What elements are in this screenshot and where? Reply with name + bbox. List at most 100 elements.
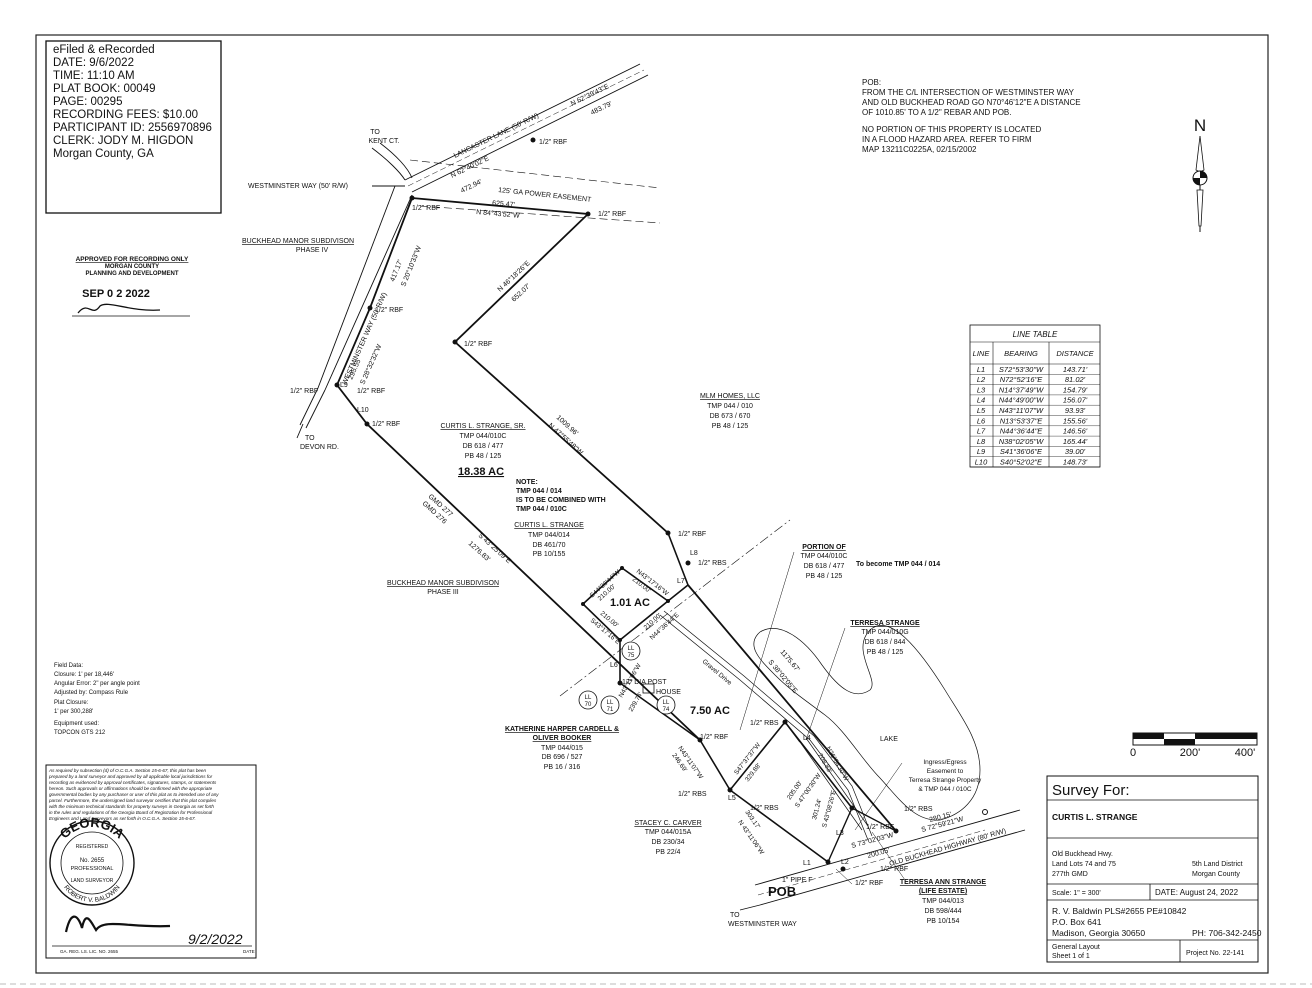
svg-text:WESTMINSTER WAY: WESTMINSTER WAY <box>728 921 797 928</box>
survey-for-label: Survey For: <box>1052 782 1130 799</box>
line-table-cell: S40°52'02"E <box>1000 458 1043 467</box>
certificate-text: As required by subsection (d) of O.C.G.A… <box>48 768 219 821</box>
svg-text:Engineers and Land Surveyors a: Engineers and Land Surveyors as set fort… <box>49 816 196 821</box>
ingress-easement <box>799 741 863 831</box>
svg-text:L2: L2 <box>841 859 849 866</box>
line-table-cell: 81.02' <box>1065 375 1086 384</box>
svg-text:1/2" RBF: 1/2" RBF <box>375 307 403 314</box>
svg-text:PB 10/155: PB 10/155 <box>533 551 566 558</box>
svg-text:WESTMINSTER WAY (50' R/W): WESTMINSTER WAY (50' R/W) <box>248 183 348 190</box>
svg-text:L6: L6 <box>610 662 618 669</box>
svg-text:PH: 706-342-2450: PH: 706-342-2450 <box>1192 928 1262 938</box>
stamp-line: CLERK: JODY M. HIGDON <box>53 135 193 147</box>
svg-text:OLD BUCKHEAD HIGHWAY (80' R/W): OLD BUCKHEAD HIGHWAY (80' R/W) <box>889 828 1007 868</box>
stamp-line: DATE: 9/6/2022 <box>53 57 134 69</box>
signature-date: 9/2/2022 <box>188 931 243 947</box>
line-l3 <box>827 807 853 863</box>
svg-text:PHASE IV: PHASE IV <box>296 247 329 254</box>
svg-text:Terresa Strange Property: Terresa Strange Property <box>909 777 982 784</box>
lancaster-lane-centerline <box>407 69 645 187</box>
svg-text:TMP 044 / 010C: TMP 044 / 010C <box>516 506 567 513</box>
svg-text:TMP 044/013: TMP 044/013 <box>922 898 964 905</box>
line-l7 <box>667 584 689 602</box>
stamp-line: PARTICIPANT ID: 2556970896 <box>53 122 212 134</box>
svg-text:1/2" RBF: 1/2" RBF <box>598 211 626 218</box>
corner-icon <box>581 602 585 606</box>
rebar-found-icon <box>409 195 415 201</box>
svg-text:1/2" RBF: 1/2" RBF <box>866 824 894 831</box>
title-block: Survey For: CURTIS L. STRANGE Old Buckhe… <box>1046 775 1262 963</box>
pob-label: POB <box>768 884 796 899</box>
line-table-cell: 93.93' <box>1065 406 1086 415</box>
rebar-found-icon <box>665 530 671 536</box>
rebar-found-icon <box>367 305 373 311</box>
svg-text:301.24': 301.24' <box>811 798 823 820</box>
svg-text:PORTION OF: PORTION OF <box>802 544 846 551</box>
svg-text:KATHERINE HARPER CARDELL &: KATHERINE HARPER CARDELL & <box>505 726 619 733</box>
stamp-line: eFiled & eRecorded <box>53 44 155 56</box>
svg-text:PB 48 / 125: PB 48 / 125 <box>712 423 749 430</box>
svg-text:1/2" RBS: 1/2" RBS <box>678 791 707 798</box>
svg-text:Madison, Georgia 30650: Madison, Georgia 30650 <box>1052 928 1145 938</box>
kent-ct-edge <box>371 147 406 181</box>
old-buckhead-centerline <box>757 829 986 896</box>
to-devon-arrow <box>296 423 304 439</box>
power-easement-line <box>409 159 661 189</box>
line-table-cell: L4 <box>977 396 985 405</box>
svg-text:Sheet 1 of 1: Sheet 1 of 1 <box>1052 953 1090 960</box>
svg-text:LL: LL <box>663 700 670 706</box>
svg-text:12" DIA POST: 12" DIA POST <box>622 679 667 686</box>
svg-text:L5: L5 <box>728 795 736 802</box>
leader-line <box>854 762 903 831</box>
leader-line <box>871 831 906 881</box>
stamp-line: Morgan County, GA <box>53 148 154 160</box>
corner-icon <box>620 566 624 570</box>
acreage-label: 7.50 AC <box>690 705 730 717</box>
svg-text:Angular Error: 2" per angle po: Angular Error: 2" per angle point <box>54 681 140 687</box>
stamp-line: PAGE: 00295 <box>53 96 122 108</box>
pob-note-line: FROM THE C/L INTERSECTION OF WESTMINSTER… <box>862 88 1075 97</box>
svg-text:DB 598/444: DB 598/444 <box>925 908 962 915</box>
acreage-label: 1.01 AC <box>610 597 650 609</box>
recording-stamp: eFiled & eRecorded DATE: 9/6/2022 TIME: … <box>53 44 212 160</box>
svg-text:Ingress/Egress: Ingress/Egress <box>923 759 967 766</box>
rebar-found-icon <box>585 211 591 217</box>
svg-text:1/2" RBS: 1/2" RBS <box>750 720 779 727</box>
westminster-way-edge <box>317 185 396 389</box>
svg-text:CURTIS L. STRANGE: CURTIS L. STRANGE <box>514 522 584 529</box>
rebar-found-icon <box>364 421 370 427</box>
svg-text:S 20°10'33"W: S 20°10'33"W <box>399 244 423 287</box>
svg-text:TO: TO <box>370 129 380 136</box>
line-table-cell: L3 <box>977 385 986 394</box>
line-table-cell: 39.00' <box>1065 447 1086 456</box>
svg-text:1' per 300,288': 1' per 300,288' <box>54 709 93 715</box>
svg-text:PB 10/154: PB 10/154 <box>927 918 960 925</box>
svg-text:GA. REG. LS. LIC. NO. 2655: GA. REG. LS. LIC. NO. 2655 <box>60 949 119 954</box>
scale-text: Scale: 1" = 300' <box>1052 890 1101 897</box>
rebar-found-icon <box>982 809 988 815</box>
lancaster-lane-edge <box>404 63 641 181</box>
line-table-cell: S72°53'30"W <box>999 365 1044 374</box>
svg-text:PB 16 / 316: PB 16 / 316 <box>544 764 581 771</box>
svg-text:STACEY C. CARVER: STACEY C. CARVER <box>634 820 701 827</box>
line-table-cell: L2 <box>977 375 986 384</box>
line-table-cell: 148.73' <box>1063 458 1088 467</box>
svg-text:472.94': 472.94' <box>460 179 484 195</box>
line-table-header: LINE <box>973 349 991 358</box>
post-icon <box>617 680 623 686</box>
pob-note-line: POB: <box>862 78 881 87</box>
stamp-line: TIME: 11:10 AM <box>53 70 135 82</box>
svg-text:DATE: DATE <box>243 949 255 954</box>
flood-note-line: MAP 13211C0225A, 02/15/2002 <box>862 145 977 154</box>
svg-text:parcel. Furthermore, the under: parcel. Furthermore, the undersigned lan… <box>48 798 217 803</box>
svg-text:TMP 044/015A: TMP 044/015A <box>645 829 692 836</box>
svg-text:OLIVER BOOKER: OLIVER BOOKER <box>533 735 592 742</box>
line-table-header: DISTANCE <box>1056 349 1094 358</box>
gravel-drive <box>663 610 873 837</box>
flood-note-line: NO PORTION OF THIS PROPERTY IS LOCATED <box>862 125 1042 134</box>
scale-label: 400' <box>1235 747 1255 759</box>
rebar-found-icon <box>840 866 846 872</box>
svg-text:70: 70 <box>585 702 592 708</box>
svg-text:Closure: 1' per 18,446': Closure: 1' per 18,446' <box>54 672 114 678</box>
